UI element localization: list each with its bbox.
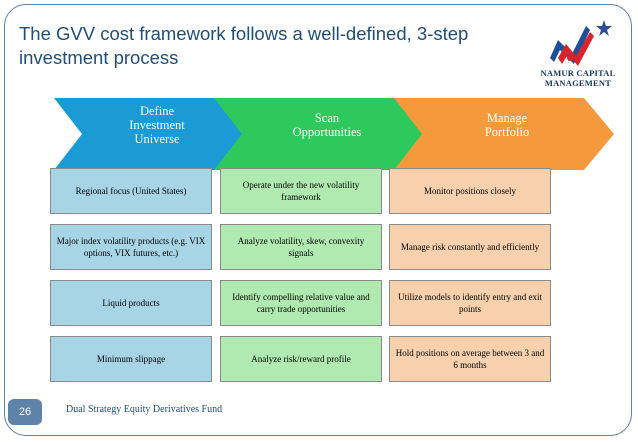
slide-frame [4,4,632,436]
step-2-label-line-2: Opportunities [292,125,362,139]
footer-text: Dual Strategy Equity Derivatives Fund [66,404,223,415]
page-number: 26 [8,399,42,425]
step-3-label-line-1: Manage [486,111,528,125]
portfolio-item: Monitor positions closely [389,168,551,214]
universe-item: Major index volatility products (e.g. VI… [50,224,212,270]
step-1-chevron [54,98,252,170]
step-3-chevron [394,98,614,170]
scan-item: Identify compelling relative value and c… [220,280,382,326]
scan-item: Analyze risk/reward profile [220,336,382,382]
portfolio-item: Hold positions on average between 3 and … [389,336,551,382]
step-3-label-line-2: Portfolio [484,125,530,139]
logo-line-2: MANAGEMENT [544,78,612,88]
step-1-label: Define Investment Universe [92,104,222,146]
scan-item: Analyze volatility, skew, convexity sign… [220,224,382,270]
portfolio-item: Manage risk constantly and efficiently [389,224,551,270]
process-chevrons [54,98,614,170]
logo-line-1: NAMUR CAPITAL [540,68,616,78]
slide-title: The GVV cost framework follows a well-de… [19,23,469,68]
step-1-label-line-3: Universe [134,132,180,146]
step-2-chevron [214,98,434,170]
step-2-label: Scan Opportunities [252,111,402,139]
universe-item: Regional focus (United States) [50,168,212,214]
namur-logo-icon [550,20,612,66]
logo-text: NAMUR CAPITAL MANAGEMENT [528,68,628,88]
portfolio-item: Utilize models to identify entry and exi… [389,280,551,326]
step-1-label-line-1: Define [139,104,174,118]
universe-item: Liquid products [50,280,212,326]
step-2-label-line-1: Scan [314,111,340,125]
universe-item: Minimum slippage [50,336,212,382]
step-1-label-line-2: Investment [129,118,185,132]
scan-item: Operate under the new volatility framewo… [220,168,382,214]
step-3-label: Manage Portfolio [432,111,582,139]
